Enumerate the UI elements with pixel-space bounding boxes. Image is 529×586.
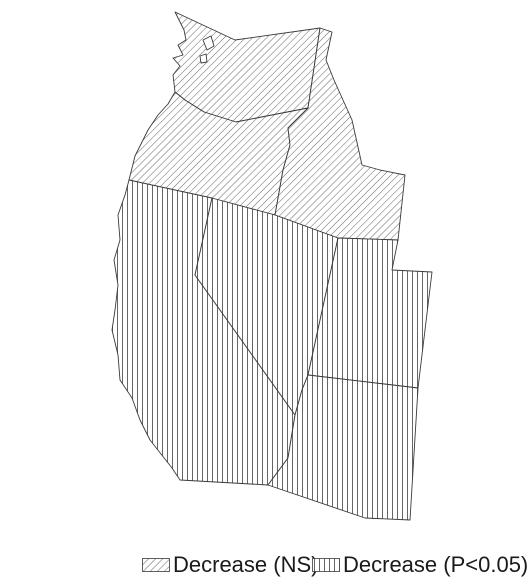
region-arizona (267, 374, 419, 521)
legend-item-sig: Decrease (P<0.05) (312, 552, 528, 578)
region-washington (172, 11, 321, 123)
vertical-hatch-swatch-icon (312, 558, 340, 572)
island-1 (202, 35, 215, 51)
diagonal-hatch-swatch-icon (142, 558, 170, 572)
legend-label-ns: Decrease (NS) (173, 552, 319, 577)
legend-item-ns: Decrease (NS) (142, 552, 318, 578)
legend-label-sig: Decrease (P<0.05) (343, 552, 529, 577)
island-2 (199, 53, 208, 64)
